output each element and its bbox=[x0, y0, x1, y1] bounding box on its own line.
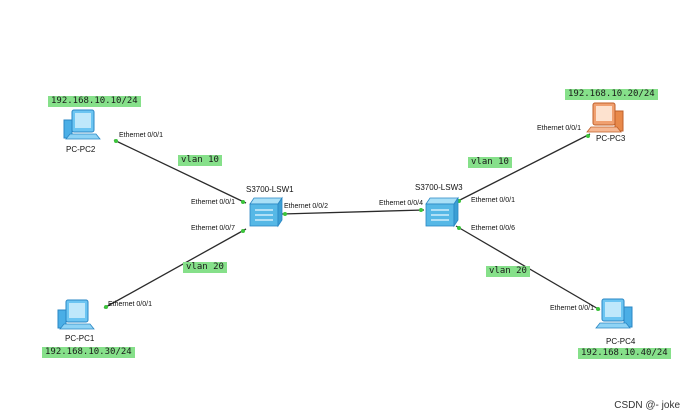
port-dot bbox=[241, 229, 245, 233]
pc2-icon[interactable] bbox=[63, 109, 101, 140]
pc1-name: PC-PC1 bbox=[65, 334, 95, 343]
pc2-ip-label: 192.168.10.10/24 bbox=[48, 96, 141, 107]
vlan-label-pc3-link: vlan 10 bbox=[468, 157, 512, 168]
lsw1-name: S3700-LSW1 bbox=[246, 185, 294, 194]
vlan-label-pc2-link: vlan 10 bbox=[178, 155, 222, 166]
port-dot bbox=[596, 307, 600, 311]
lsw1-switch-icon[interactable] bbox=[249, 196, 283, 228]
pc3-ip-label: 192.168.10.20/24 bbox=[565, 89, 658, 100]
port-dot bbox=[241, 200, 245, 204]
link-pc1-lsw1 bbox=[103, 228, 247, 309]
lsw3-name: S3700-LSW3 bbox=[415, 183, 463, 192]
port-dot bbox=[283, 212, 287, 216]
lsw3-port-trunk: Ethernet 0/0/4 bbox=[379, 200, 423, 207]
pc4-icon[interactable] bbox=[595, 298, 633, 329]
pc2-name: PC-PC2 bbox=[66, 145, 96, 154]
pc1-ip-label: 192.168.10.30/24 bbox=[42, 347, 135, 358]
lsw1-port-trunk: Ethernet 0/0/2 bbox=[284, 203, 328, 210]
pc4-name: PC-PC4 bbox=[606, 337, 636, 346]
link-lsw1-lsw3 bbox=[281, 209, 425, 215]
pc3-icon[interactable] bbox=[586, 102, 624, 133]
pc3-name: PC-PC3 bbox=[596, 134, 626, 143]
pc4-ip-label: 192.168.10.40/24 bbox=[578, 348, 671, 359]
watermark: CSDN @- joke bbox=[614, 400, 680, 411]
pc1-port-label: Ethernet 0/0/1 bbox=[108, 301, 152, 308]
link-lsw3-pc3 bbox=[455, 133, 591, 203]
lsw3-switch-icon[interactable] bbox=[425, 196, 459, 228]
pc3-port-label: Ethernet 0/0/1 bbox=[537, 125, 581, 132]
link-pc2-lsw1 bbox=[113, 139, 247, 204]
port-dot bbox=[586, 134, 590, 138]
port-dot bbox=[419, 208, 423, 212]
port-dot bbox=[457, 226, 461, 230]
pc1-icon[interactable] bbox=[57, 299, 95, 330]
pc2-port-label: Ethernet 0/0/1 bbox=[119, 132, 163, 139]
vlan-label-pc4-link: vlan 20 bbox=[486, 266, 530, 277]
port-dots bbox=[104, 134, 600, 311]
lsw1-port-to-pc1: Ethernet 0/0/7 bbox=[191, 225, 235, 232]
pc4-port-label: Ethernet 0/0/1 bbox=[550, 305, 594, 312]
port-dot bbox=[114, 139, 118, 143]
lsw3-port-to-pc4: Ethernet 0/0/6 bbox=[471, 225, 515, 232]
port-dot bbox=[104, 305, 108, 309]
vlan-label-pc1-link: vlan 20 bbox=[183, 262, 227, 273]
lsw3-port-to-pc3: Ethernet 0/0/1 bbox=[471, 197, 515, 204]
lsw1-port-to-pc2: Ethernet 0/0/1 bbox=[191, 199, 235, 206]
